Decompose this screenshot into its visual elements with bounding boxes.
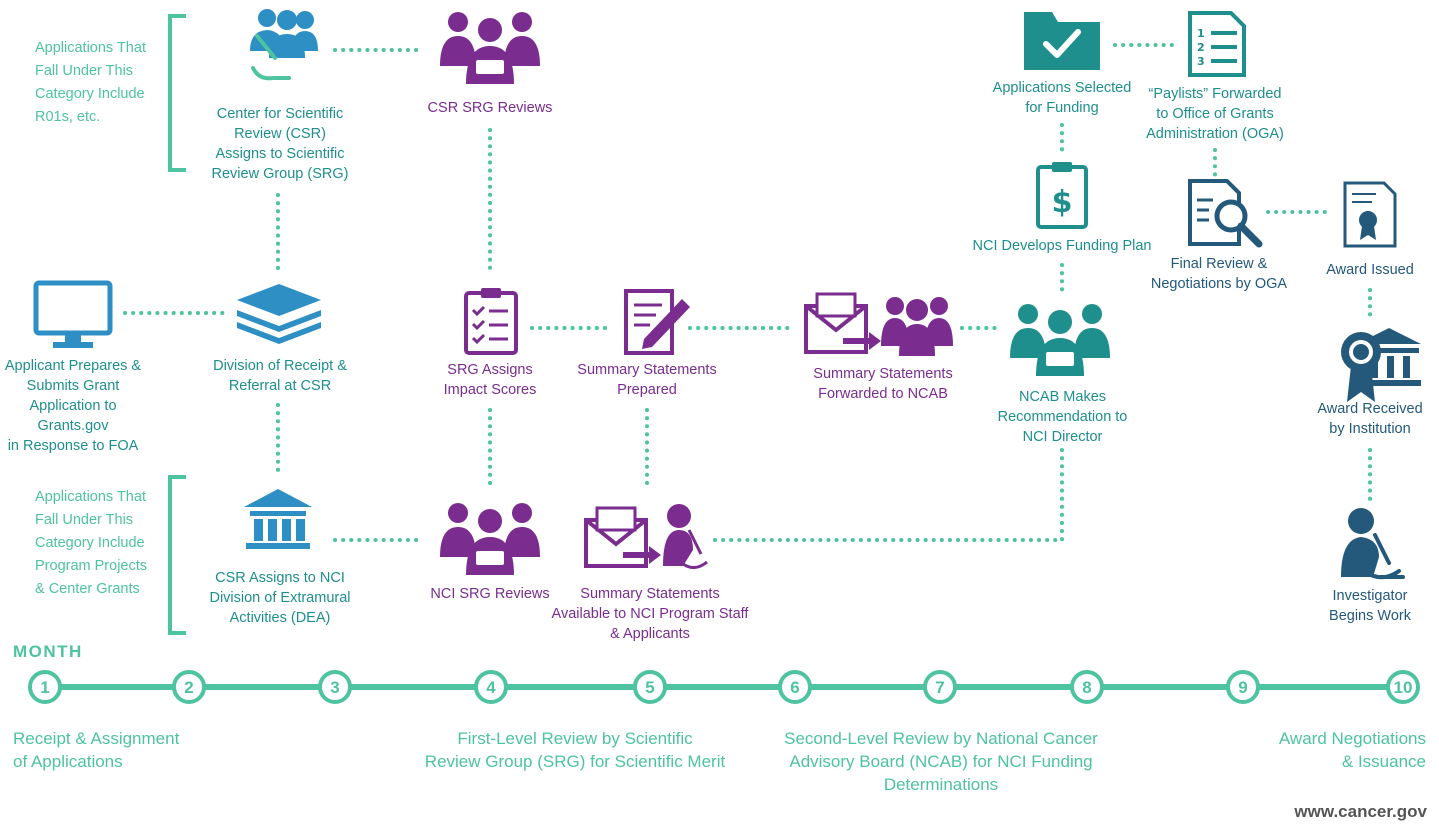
stacked-papers-icon	[237, 284, 321, 344]
svg-text:2: 2	[1197, 41, 1205, 54]
selected-funding-label: Applications Selected for Funding	[992, 80, 1132, 116]
checklist-clipboard-icon	[464, 288, 518, 355]
month-10: 10	[1386, 670, 1420, 704]
nci-reviewers-group-icon	[440, 503, 540, 575]
month-5: 5	[633, 670, 667, 704]
certificate-icon	[1343, 181, 1397, 248]
month-7: 7	[923, 670, 957, 704]
summary-forwarded-label: Summary Statements Forwarded to NCAB	[813, 366, 953, 402]
month-9: 9	[1226, 670, 1260, 704]
envelope-to-group-icon	[804, 292, 953, 356]
document-pen-icon	[624, 289, 690, 355]
award-issued-label: Award Issued	[1326, 262, 1414, 278]
footer-url: www.cancer.gov	[1294, 802, 1427, 821]
computer-monitor-icon	[33, 280, 113, 348]
paylists-label: “Paylists” Forwarded to Office of Grants…	[1146, 86, 1284, 142]
csr-nci-label: CSR Assigns to NCI Division of Extramura…	[209, 570, 351, 626]
month-6: 6	[778, 670, 812, 704]
division-receipt-label: Division of Receipt & Referral at CSR	[213, 358, 347, 394]
month-2: 2	[172, 670, 206, 704]
reviewers-group-icon	[440, 12, 540, 84]
folder-check-icon	[1024, 12, 1100, 70]
funding-plan-label: NCI Develops Funding Plan	[972, 238, 1152, 254]
bottom-category-bracket	[168, 475, 186, 635]
top-category-bracket	[168, 14, 186, 172]
month-1: 1	[28, 670, 62, 704]
applicant-label: Applicant Prepares & Submits Grant Appli…	[4, 358, 142, 454]
timeline-bar	[45, 684, 1405, 690]
srg-scores-label: SRG Assigns Impact Scores	[443, 362, 537, 398]
month-3: 3	[318, 670, 352, 704]
ncab-label: NCAB Makes Recommendation to NCI Directo…	[997, 389, 1128, 445]
top-category-note: Applications That Fall Under This Catego…	[35, 40, 146, 125]
nci-srg-reviews-label: NCI SRG Reviews	[430, 586, 550, 602]
phase-second-level: Second-Level Review by National Cancer A…	[784, 729, 1098, 794]
summary-prepared-label: Summary Statements Prepared	[577, 362, 717, 398]
timeline-title: MONTH	[13, 642, 83, 661]
svg-text:$: $	[1052, 185, 1073, 220]
dollar-clipboard-icon: $	[1036, 162, 1088, 229]
envelope-to-scientist-icon	[584, 504, 708, 569]
csr-assign-label: Center for Scientific Review (CSR) Assig…	[211, 106, 349, 182]
phase-receipt: Receipt & Assignment of Applications	[13, 729, 180, 771]
scientists-microscope-icon	[250, 9, 318, 81]
award-building-icon	[1341, 328, 1421, 402]
final-review-label: Final Review & Negotiations by OGA	[1150, 256, 1288, 292]
month-4: 4	[474, 670, 508, 704]
month-8: 8	[1070, 670, 1104, 704]
scientist-microscope-icon	[1341, 508, 1405, 580]
phase-first-level: First-Level Review by Scientific Review …	[424, 729, 726, 771]
phase-award: Award Negotiations & Issuance	[1278, 729, 1426, 771]
investigator-label: Investigator Begins Work	[1329, 588, 1411, 624]
bottom-category-note: Applications That Fall Under This Catego…	[35, 489, 148, 597]
institution-building-icon	[244, 489, 312, 549]
svg-text:1: 1	[1197, 27, 1205, 40]
document-magnifier-icon	[1188, 179, 1263, 248]
award-received-label: Award Received by Institution	[1317, 401, 1423, 437]
summary-available-label: Summary Statements Available to NCI Prog…	[551, 586, 749, 642]
ncab-group-icon	[1010, 304, 1110, 376]
numbered-list-icon: 123	[1188, 11, 1246, 77]
svg-text:3: 3	[1197, 55, 1205, 68]
csr-srg-reviews-label: CSR SRG Reviews	[427, 100, 553, 116]
